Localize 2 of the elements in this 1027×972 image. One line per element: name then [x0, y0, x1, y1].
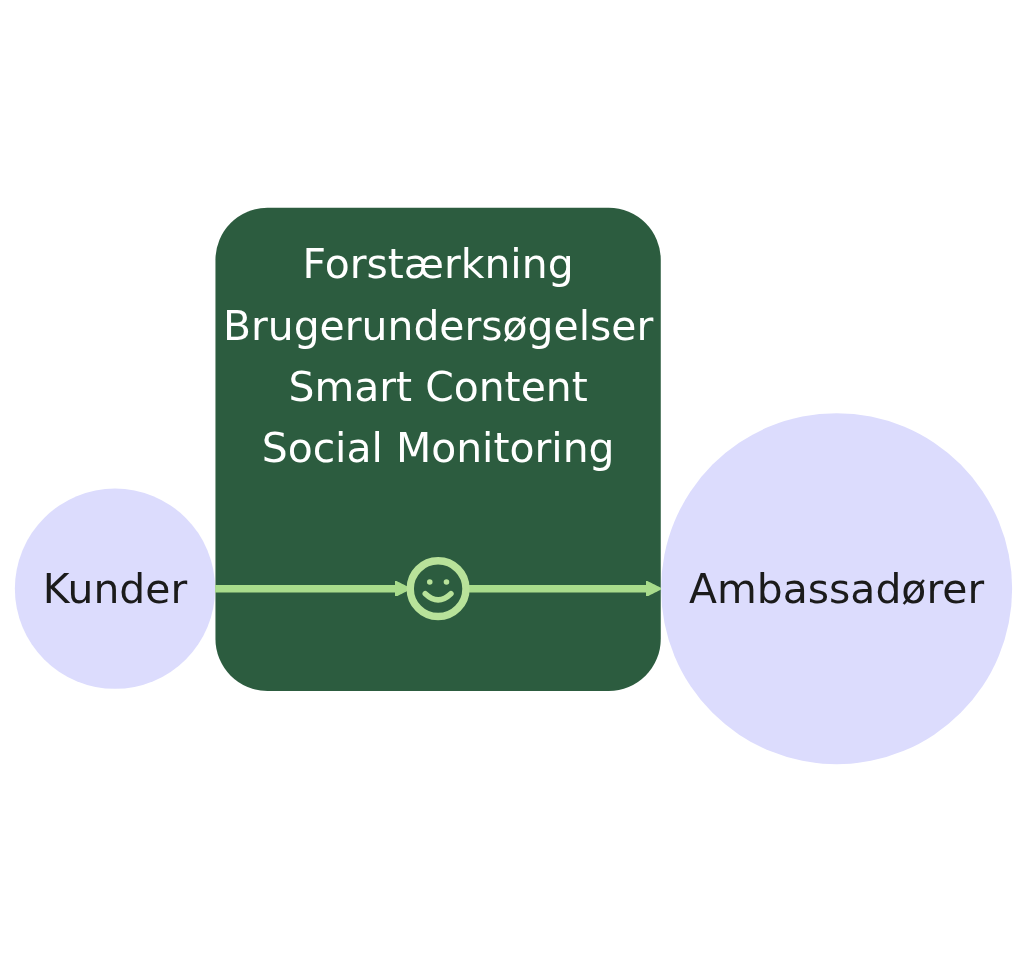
node-circle: Ambassadører [661, 413, 1013, 765]
node-circle: Kunder [14, 488, 216, 689]
